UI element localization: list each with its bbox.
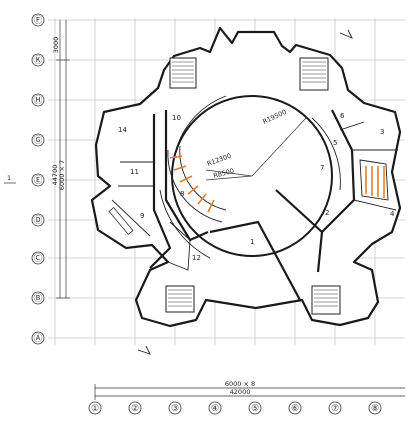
room-9: 9 bbox=[140, 212, 144, 220]
row-label: Ⓚ bbox=[33, 55, 42, 66]
north-arrow-top bbox=[339, 29, 353, 39]
left-top-text: 3000 bbox=[52, 37, 60, 54]
row-label: Ⓓ bbox=[33, 215, 42, 226]
left-dimensions: 3000 44700 6000 × 7 1 bbox=[4, 20, 70, 299]
room-1: 1 bbox=[250, 238, 254, 246]
building-plan: R19500 R12300 R8500 bbox=[90, 26, 402, 328]
curved-stair-east bbox=[359, 159, 389, 201]
stair-north-west bbox=[169, 57, 197, 89]
room-5: 5 bbox=[333, 139, 337, 147]
section-mark-text: 1 bbox=[7, 174, 11, 182]
bottom-dimensions: 6000 × 8 42000 bbox=[94, 380, 405, 400]
col-label: ⑧ bbox=[371, 404, 379, 414]
room-4: 4 bbox=[390, 210, 395, 218]
col-label: ⑤ bbox=[251, 404, 259, 414]
room-2: 2 bbox=[325, 209, 329, 217]
col-label: ② bbox=[131, 404, 139, 414]
room-3: 3 bbox=[380, 128, 384, 136]
bottom-total-text: 42000 bbox=[230, 388, 251, 396]
left-total-text: 44700 bbox=[51, 165, 59, 186]
row-label: Ⓖ bbox=[33, 135, 42, 146]
room-7: 7 bbox=[320, 164, 324, 172]
col-label: ① bbox=[91, 404, 99, 414]
stair-north-east bbox=[299, 57, 329, 91]
col-label: ⑦ bbox=[331, 404, 339, 414]
room-labels: 1 2 3 4 5 6 7 8 9 10 11 12 14 bbox=[118, 112, 395, 262]
col-label: ④ bbox=[211, 404, 219, 414]
room-6: 6 bbox=[340, 112, 345, 120]
stair-south-west bbox=[165, 285, 195, 313]
row-label: Ⓔ bbox=[33, 175, 42, 186]
room-10: 10 bbox=[172, 114, 181, 122]
row-label: Ⓗ bbox=[33, 95, 42, 106]
bottom-span-text: 6000 × 8 bbox=[225, 380, 255, 388]
curved-stair-west bbox=[167, 145, 227, 223]
row-label: Ⓒ bbox=[33, 253, 42, 264]
column-axis-labels: ① ② ③ ④ ⑤ ⑥ ⑦ ⑧ bbox=[88, 401, 382, 415]
room-12: 12 bbox=[192, 254, 201, 262]
row-label: Ⓐ bbox=[33, 333, 42, 344]
room-11: 11 bbox=[130, 168, 139, 176]
room-8: 8 bbox=[180, 190, 184, 198]
row-label: Ⓕ bbox=[33, 15, 42, 26]
row-axis-labels: Ⓕ Ⓚ Ⓗ Ⓖ Ⓔ Ⓓ Ⓒ Ⓑ Ⓐ bbox=[31, 13, 45, 345]
stair-south-east bbox=[311, 285, 341, 315]
left-span-text: 6000 × 7 bbox=[58, 160, 66, 190]
col-label: ⑥ bbox=[291, 404, 299, 414]
north-arrow-bottom bbox=[137, 345, 151, 355]
row-label: Ⓑ bbox=[33, 293, 42, 304]
col-label: ③ bbox=[171, 404, 179, 414]
room-14: 14 bbox=[118, 126, 127, 134]
